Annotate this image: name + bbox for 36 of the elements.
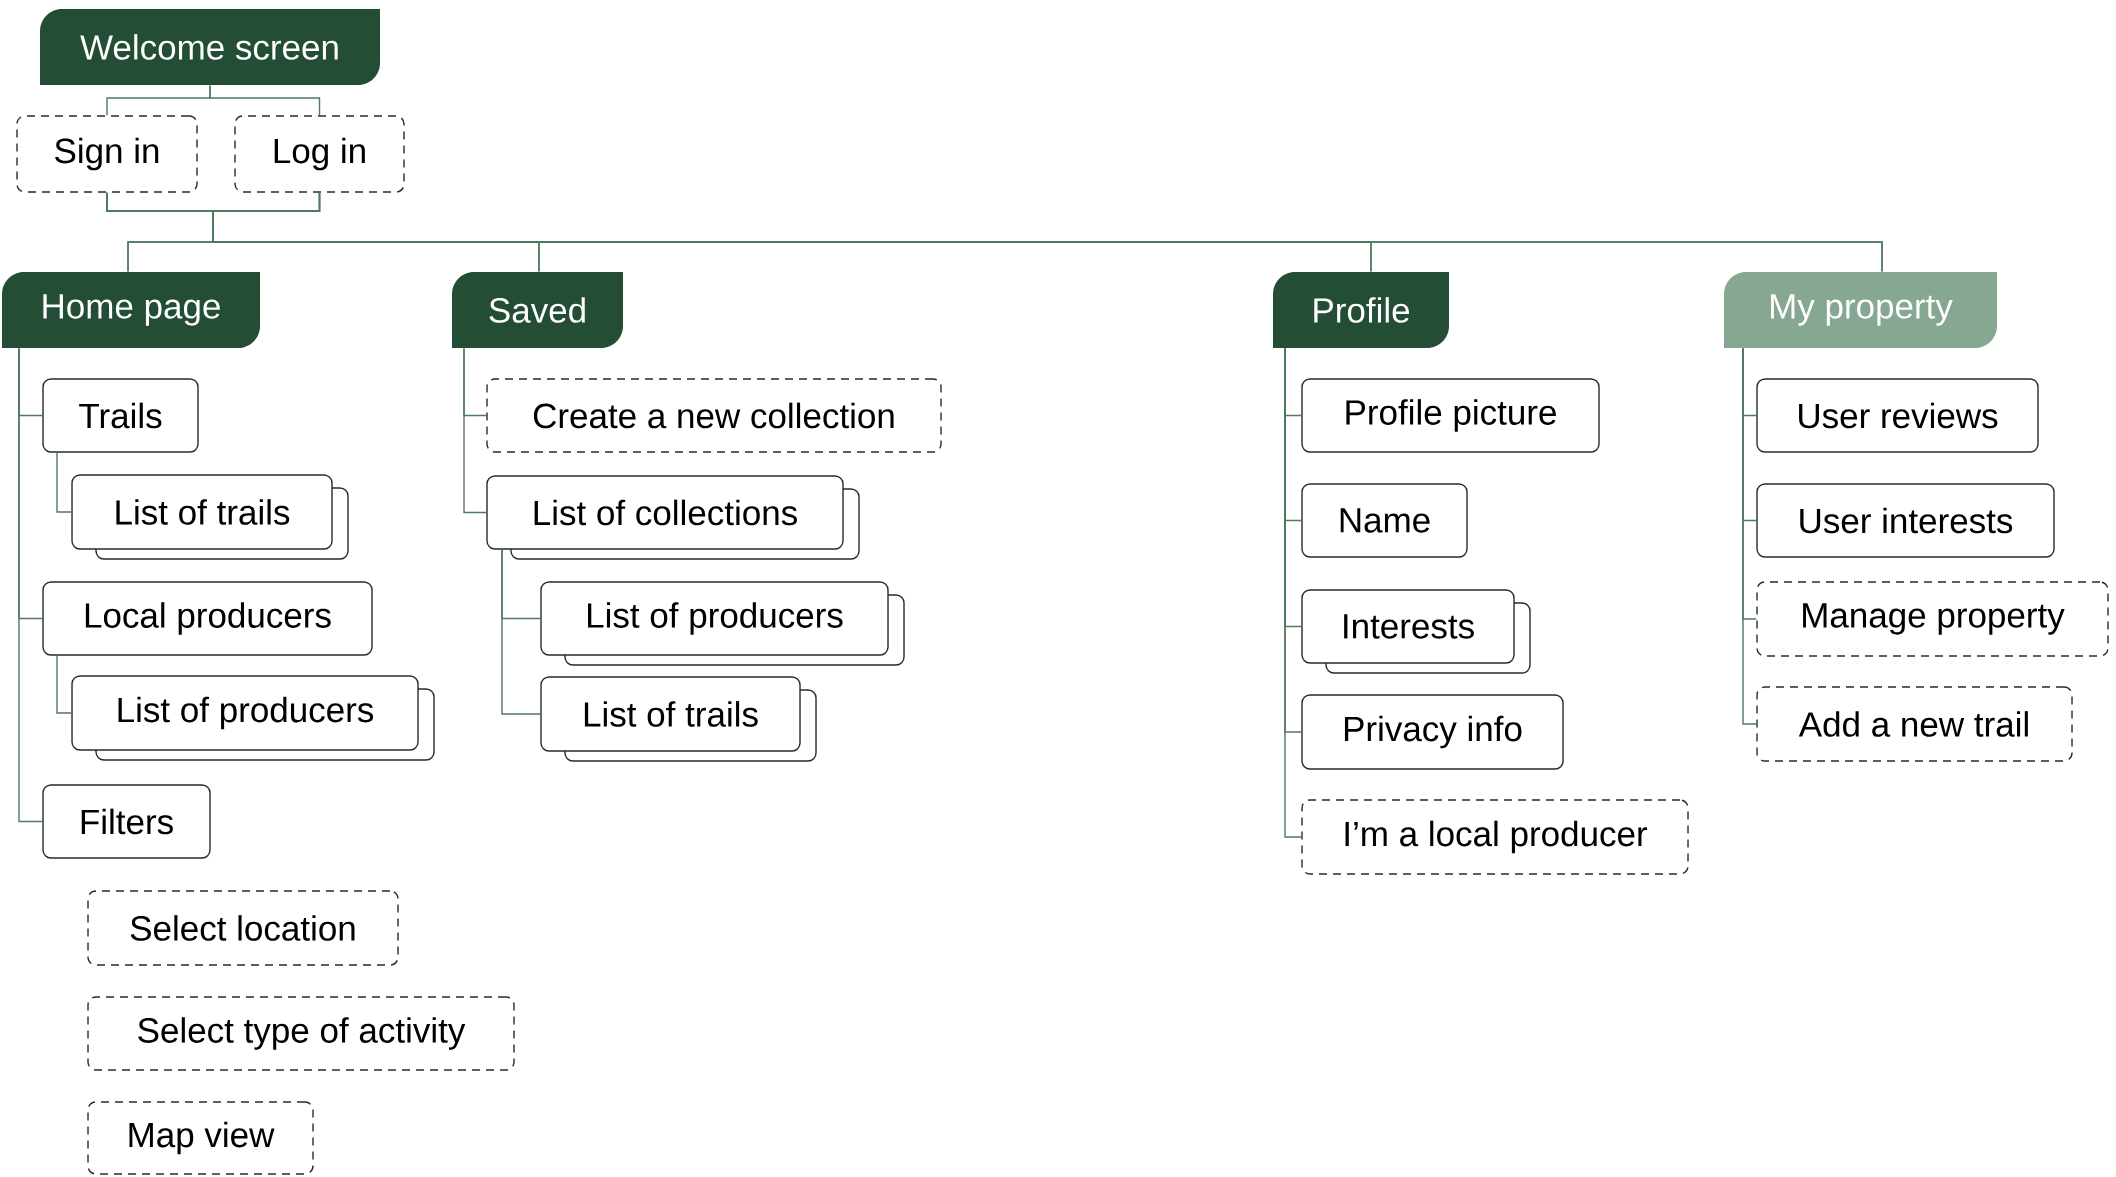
dashed-box: Manage property <box>1756 581 2109 657</box>
connector-line <box>56 452 72 513</box>
connector-line <box>1284 347 1302 838</box>
connector-line <box>209 84 321 116</box>
process-box: Filters <box>42 784 211 859</box>
dashed-box: Select type of activity <box>87 996 515 1071</box>
process-box: Local producers <box>42 581 373 656</box>
connector-line <box>463 347 487 514</box>
stacked-box: List of producers <box>71 675 435 761</box>
header-tab: Welcome screen <box>40 9 380 85</box>
stacked-box: Interests <box>1301 589 1531 674</box>
stacked-box: List of trails <box>540 676 817 762</box>
header-tab: Saved <box>452 272 623 348</box>
dashed-box: I’m a local producer <box>1301 799 1689 875</box>
process-box: Privacy info <box>1301 694 1564 770</box>
header-tab: Profile <box>1273 272 1449 348</box>
stacked-box: List of producers <box>540 581 905 666</box>
dashed-box: Select location <box>87 890 399 966</box>
connector-line <box>18 347 43 823</box>
dashed-box: Add a new trail <box>1756 686 2073 762</box>
dashed-box: Log in <box>234 115 405 193</box>
stacked-box: List of trails <box>71 474 349 560</box>
stacked-box: List of collections <box>486 475 860 560</box>
process-box: Name <box>1301 483 1468 558</box>
process-box: User reviews <box>1756 378 2039 453</box>
header-tab: Home page <box>2 272 260 348</box>
connector-line <box>1742 347 1757 725</box>
process-box: Trails <box>42 378 199 453</box>
dashed-box: Create a new collection <box>486 378 942 453</box>
dashed-box: Sign in <box>16 115 198 193</box>
header-tab: My property <box>1724 272 1997 348</box>
process-box: User interests <box>1756 483 2055 558</box>
connector-line <box>501 549 541 715</box>
dashed-box: Map view <box>87 1101 314 1175</box>
process-box: Profile picture <box>1301 378 1600 453</box>
connector-line <box>56 655 72 714</box>
